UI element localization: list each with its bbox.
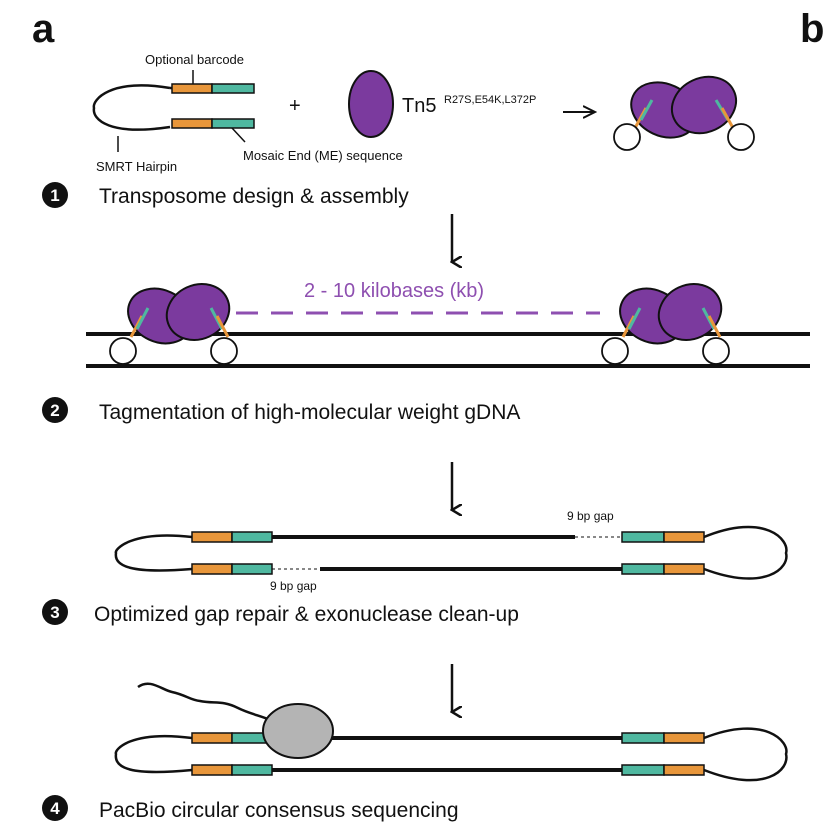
tn5-mutations-label: R27S,E54K,L372P [444, 94, 536, 106]
step-2-badge [42, 397, 68, 423]
step-3-text: Optimized gap repair & exonuclease clean… [94, 603, 519, 626]
ccs-construct [114, 727, 788, 782]
step-3-badge [42, 599, 68, 625]
panel-letter-b: b [800, 7, 824, 51]
me-segment-top [211, 83, 255, 94]
step-1-number: 1 [50, 186, 59, 205]
nascent-read-strand [137, 682, 271, 722]
tn5-monomer [348, 70, 394, 138]
gap-label-bottom: 9 bp gap [270, 579, 317, 593]
step-4-text: PacBio circular consensus sequencing [99, 799, 459, 822]
hairpin-loop [92, 84, 171, 131]
smrt-hairpin-label: SMRT Hairpin [96, 159, 177, 174]
plus-sign: + [289, 95, 301, 117]
me-pointer [231, 127, 246, 143]
step-1-text: Transposome design & assembly [99, 185, 409, 208]
transposome-left [109, 283, 238, 365]
me-segment-bottom [211, 118, 255, 129]
panel-letter-a: a [32, 7, 55, 51]
distance-label: 2 - 10 kilobases (kb) [304, 280, 484, 302]
step-4-number: 4 [50, 799, 60, 818]
step-2-text: Tagmentation of high-molecular weight gD… [99, 401, 520, 424]
mosaic-end-label: Mosaic End (ME) sequence [243, 148, 403, 163]
transposome-right [601, 283, 730, 365]
optional-barcode-label: Optional barcode [145, 52, 244, 67]
barcode-segment-top [171, 83, 213, 94]
polymerase-icon [262, 703, 334, 759]
step-1-badge [42, 182, 68, 208]
hairpin-adapter [92, 70, 255, 152]
gap-label-top: 9 bp gap [567, 509, 614, 523]
repair-construct [114, 525, 788, 580]
transposome-complex [613, 75, 755, 151]
step-4-badge [42, 795, 68, 821]
tn5-label: Tn5 [402, 95, 436, 117]
step-3-number: 3 [50, 603, 59, 622]
barcode-segment-bottom [171, 118, 213, 129]
step-2-number: 2 [50, 401, 59, 420]
